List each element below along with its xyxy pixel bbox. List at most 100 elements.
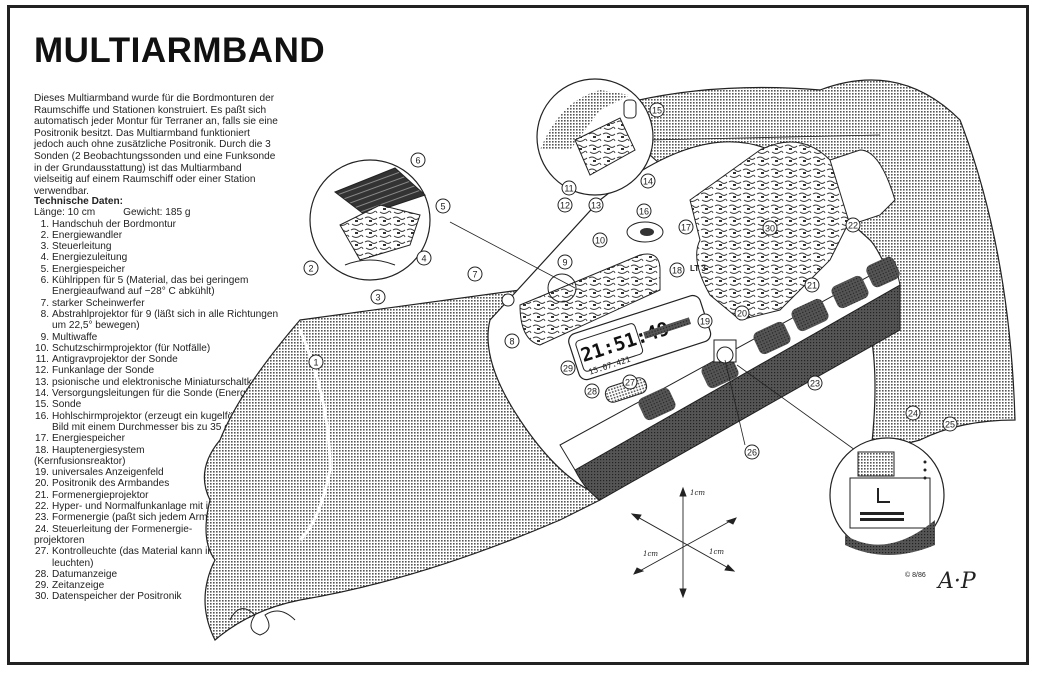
callout-circle bbox=[303, 260, 319, 276]
legend-text: Hauptenergiesystem bbox=[52, 444, 145, 456]
callout-circle bbox=[734, 305, 750, 321]
legend-number: 19. bbox=[34, 467, 49, 479]
callout-16: 16 bbox=[636, 203, 652, 219]
legend-number: 28. bbox=[34, 568, 49, 580]
legend-text: Kühlrippen für 5 (Material, das bei geri… bbox=[52, 275, 249, 298]
legend-item: 14.Versorgungsleitungen für die Sonde (E… bbox=[34, 388, 294, 399]
callout-number: 14 bbox=[643, 177, 653, 187]
artist-signature: A·P bbox=[938, 569, 976, 594]
finger-sketch bbox=[229, 608, 296, 636]
legend-item: 13.psionische und elektronische Miniatur… bbox=[34, 377, 294, 388]
callout-circle bbox=[561, 180, 577, 196]
callout-circle bbox=[557, 197, 573, 213]
callout-circle bbox=[807, 375, 823, 391]
legend-text: Hyper- und Normalfunkanlage mit integrie… bbox=[52, 501, 294, 513]
legend-item: 9.Multiwaffe bbox=[34, 332, 294, 343]
legend-text-continued: (Kernfusionsreaktor) bbox=[34, 455, 126, 467]
legend-item: 30.Datenspeicher der Positronik bbox=[34, 591, 294, 602]
legend-number: 30. bbox=[34, 591, 49, 603]
callout-1: 1 bbox=[308, 354, 324, 370]
axis-label-up: 1cm bbox=[690, 489, 705, 497]
legend-text: Formenergieprojektor bbox=[52, 489, 149, 501]
legend-text: Energiezuleitung bbox=[52, 252, 128, 264]
callout-number: 17 bbox=[681, 223, 691, 233]
callout-number: 6 bbox=[415, 156, 420, 166]
callout-number: 15 bbox=[652, 106, 662, 116]
callout-8: 8 bbox=[504, 333, 520, 349]
callout-10: 10 bbox=[592, 232, 608, 248]
callout-number: 1 bbox=[313, 358, 318, 368]
callout-22: 22 bbox=[845, 217, 861, 233]
projector-pads bbox=[638, 256, 900, 421]
legend-number: 20. bbox=[34, 478, 49, 490]
page-frame bbox=[7, 5, 1029, 665]
callout-circle bbox=[467, 266, 483, 282]
legend-text: Schutzschirmprojektor (für Notfälle) bbox=[52, 342, 211, 354]
callout-5: 5 bbox=[435, 198, 451, 214]
page-title: MULTIARMBAND bbox=[34, 31, 326, 70]
legend-text: Steuerleitung bbox=[52, 241, 112, 253]
legend-item: 5.Energiespeicher bbox=[34, 264, 294, 275]
callout-circle bbox=[592, 232, 608, 248]
legend-item: 27.Kontrolleuchte (das Material kann in … bbox=[34, 546, 294, 569]
callout-circle bbox=[744, 444, 760, 460]
multiweapon-lens bbox=[547, 273, 577, 303]
callout-number: 27 bbox=[625, 378, 635, 388]
callout-circle bbox=[435, 198, 451, 214]
callout-4: 4 bbox=[416, 250, 432, 266]
callout-circle bbox=[557, 254, 573, 270]
legend-number: 2. bbox=[40, 229, 49, 241]
legend-number: 21. bbox=[34, 489, 49, 501]
callout-number: 21 bbox=[807, 281, 817, 291]
callout-number: 9 bbox=[562, 258, 567, 268]
callout-29: 29 bbox=[560, 360, 576, 376]
legend-text: Multiwaffe bbox=[52, 331, 98, 343]
callout-28: 28 bbox=[584, 383, 600, 399]
legend-item: 1.Handschuh der Bordmontur bbox=[34, 219, 294, 230]
detail-circle-probe bbox=[536, 78, 654, 196]
weapon-module bbox=[519, 253, 661, 346]
callout-circle bbox=[640, 173, 656, 189]
legend-text-continued: projektoren bbox=[34, 534, 85, 546]
legend-number: 14. bbox=[34, 388, 49, 400]
legend-item: 8.Abstrahlprojektor für 9 (läßt sich in … bbox=[34, 309, 294, 332]
callout-number: 18 bbox=[672, 266, 682, 276]
callout-number: 26 bbox=[747, 448, 757, 458]
legend-item: 6.Kühlrippen für 5 (Material, das bei ge… bbox=[34, 275, 294, 298]
legend-number: 1. bbox=[40, 218, 49, 230]
legend-number: 22. bbox=[34, 501, 49, 513]
callout-number: 11 bbox=[564, 184, 573, 194]
callout-number: 30 bbox=[765, 224, 775, 234]
legend-text: Energiespeicher bbox=[52, 433, 125, 445]
legend-number: 6. bbox=[40, 275, 49, 287]
legend-text: Positronik des Armbandes bbox=[52, 478, 170, 490]
length-value: Länge: 10 cm bbox=[34, 207, 96, 219]
legend-item: 24.Steuerleitung der Formenergie-projekt… bbox=[34, 524, 294, 547]
legend-text: Kontrolleuchte (das Material kann in jed… bbox=[52, 546, 268, 569]
callout-15: 15 bbox=[649, 102, 665, 118]
callout-circle bbox=[636, 203, 652, 219]
legend-number: 9. bbox=[40, 331, 49, 343]
legend-number: 7. bbox=[40, 297, 49, 309]
axis-label-left: 1cm bbox=[643, 550, 658, 558]
legend-item: 28.Datumanzeige bbox=[34, 569, 294, 580]
callout-circle bbox=[678, 219, 694, 235]
legend-item: 20.Positronik des Armbandes bbox=[34, 478, 294, 489]
callout-30: 30 bbox=[762, 220, 778, 236]
callout-24: 24 bbox=[905, 405, 921, 421]
legend-item: 7.starker Scheinwerfer bbox=[34, 298, 294, 309]
callout-17: 17 bbox=[678, 219, 694, 235]
callout-2: 2 bbox=[303, 260, 319, 276]
legend-text: Energiespeicher bbox=[52, 263, 125, 275]
control-knob-dial bbox=[716, 346, 734, 364]
legend-text: Sonde bbox=[52, 399, 82, 411]
callout-14: 14 bbox=[640, 173, 656, 189]
callout-number: 12 bbox=[560, 201, 570, 211]
legend-item: 10.Schutzschirmprojektor (für Notfälle) bbox=[34, 343, 294, 354]
callout-number: 23 bbox=[810, 379, 820, 389]
legend-number: 13. bbox=[34, 376, 49, 388]
legend-number: 3. bbox=[40, 241, 49, 253]
callout-circle bbox=[584, 383, 600, 399]
